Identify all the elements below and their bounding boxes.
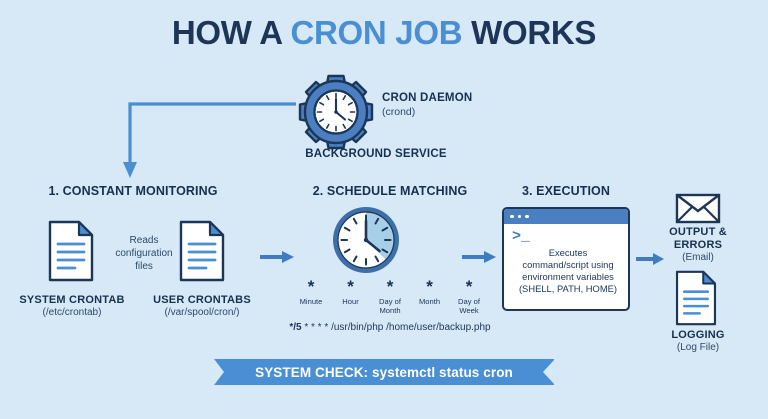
step-2-title: 2. SCHEDULE MATCHING [312,184,468,198]
asterisk-glyph: * [386,277,394,296]
document-icon [48,220,94,282]
gear-clock-icon [298,74,374,150]
cron-expression-bold: */5 [289,322,302,333]
arrow-step2-to-step3-icon [462,251,496,263]
reads-configuration-note: Reads configuration files [115,235,173,272]
envelope-icon [675,193,721,224]
asterisk-glyph: * [347,277,354,296]
user-crontabs-label: USER CRONTABS [153,294,251,306]
terminal-description: Executes command/script using environmen… [518,247,618,295]
title-highlight: CRON JOB [290,14,463,51]
cron-field-day-of-week: * Day of Week [450,278,488,315]
title-trail: WORKS [462,14,597,51]
terminal-dot [525,214,529,219]
cron-field-label: Month [418,297,441,306]
cron-field-minute: * Minute [292,278,330,315]
terminal-prompt: >_ [512,228,531,245]
system-crontab-label: SYSTEM CRONTAB [19,294,125,306]
daemon-to-monitoring-connector [123,102,296,178]
document-icon [179,220,225,282]
cron-daemon-name: CRON DAEMON [382,92,473,104]
logging-detail: (Log File) [676,342,720,353]
terminal-dot [510,214,514,219]
system-crontab-path: (/etc/crontab) [42,307,102,318]
terminal-icon: >_ Executes command/script using environ… [502,207,630,311]
cron-field-label: Day of Month [379,297,401,315]
arrow-step3-to-outputs-icon [636,253,664,265]
cron-daemon-process: (crond) [382,106,416,118]
step-1-title: 1. CONSTANT MONITORING [48,184,218,198]
asterisk-glyph: * [307,277,315,296]
document-icon [675,270,717,326]
step-3-title: 3. EXECUTION [521,184,611,198]
output-errors-detail: (Email) [682,252,714,263]
clock-icon [333,207,399,273]
cron-field-month: * Month [411,278,449,315]
user-crontabs-path: (/var/spool/cron/) [164,307,240,318]
cron-field-row: * Minute * Hour * Day of Month * Month *… [292,278,488,315]
background-service-label: BACKGROUND SERVICE [305,148,447,160]
system-check-label: SYSTEM CHECK: systemctl status cron [255,364,513,380]
cron-field-label: Hour [342,297,359,306]
cron-field-hour: * Hour [332,278,370,315]
system-check-banner [214,359,554,385]
cron-expression-example: */5 * * * * /usr/bin/php /home/user/back… [240,322,540,333]
asterisk-glyph: * [426,277,433,296]
cron-field-label: Minute [299,297,323,306]
cron-field-day-of-month: * Day of Month [371,278,409,315]
arrow-step1-to-step2-icon [260,251,294,263]
cron-expression-rest: * * * * /usr/bin/php /home/user/backup.p… [301,322,491,333]
output-errors-label: OUTPUT & ERRORS [669,226,727,251]
asterisk-glyph: * [465,277,473,296]
page-title: HOW A CRON JOB WORKS [0,14,768,52]
logging-label: LOGGING [671,329,725,341]
terminal-dot [517,214,521,219]
cron-field-label: Day of Week [458,297,480,315]
title-lead: HOW A [171,14,291,51]
terminal-title-bar [504,209,628,224]
